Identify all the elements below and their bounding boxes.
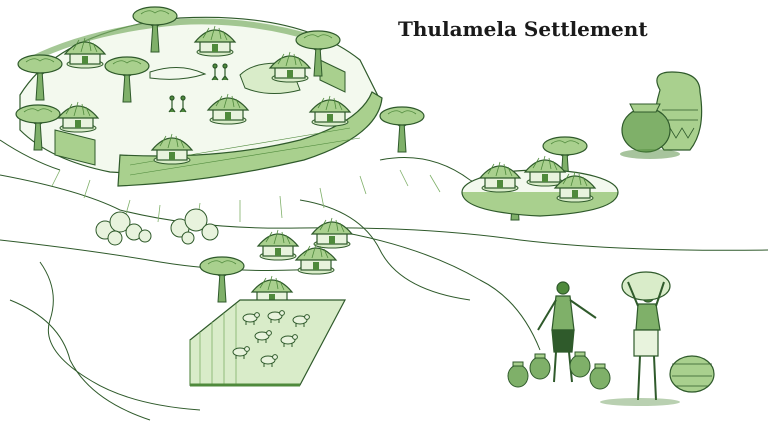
clay-pots xyxy=(620,71,703,159)
cattle-kraal xyxy=(189,299,346,387)
ground-pots xyxy=(507,351,715,406)
boulders xyxy=(95,208,219,246)
right-enclosure xyxy=(461,155,619,217)
hill-slope xyxy=(51,169,441,225)
lower-huts xyxy=(251,217,353,307)
people xyxy=(537,271,671,401)
title: Thulamela Settlement xyxy=(398,17,648,41)
hilltop-figures xyxy=(168,63,229,113)
